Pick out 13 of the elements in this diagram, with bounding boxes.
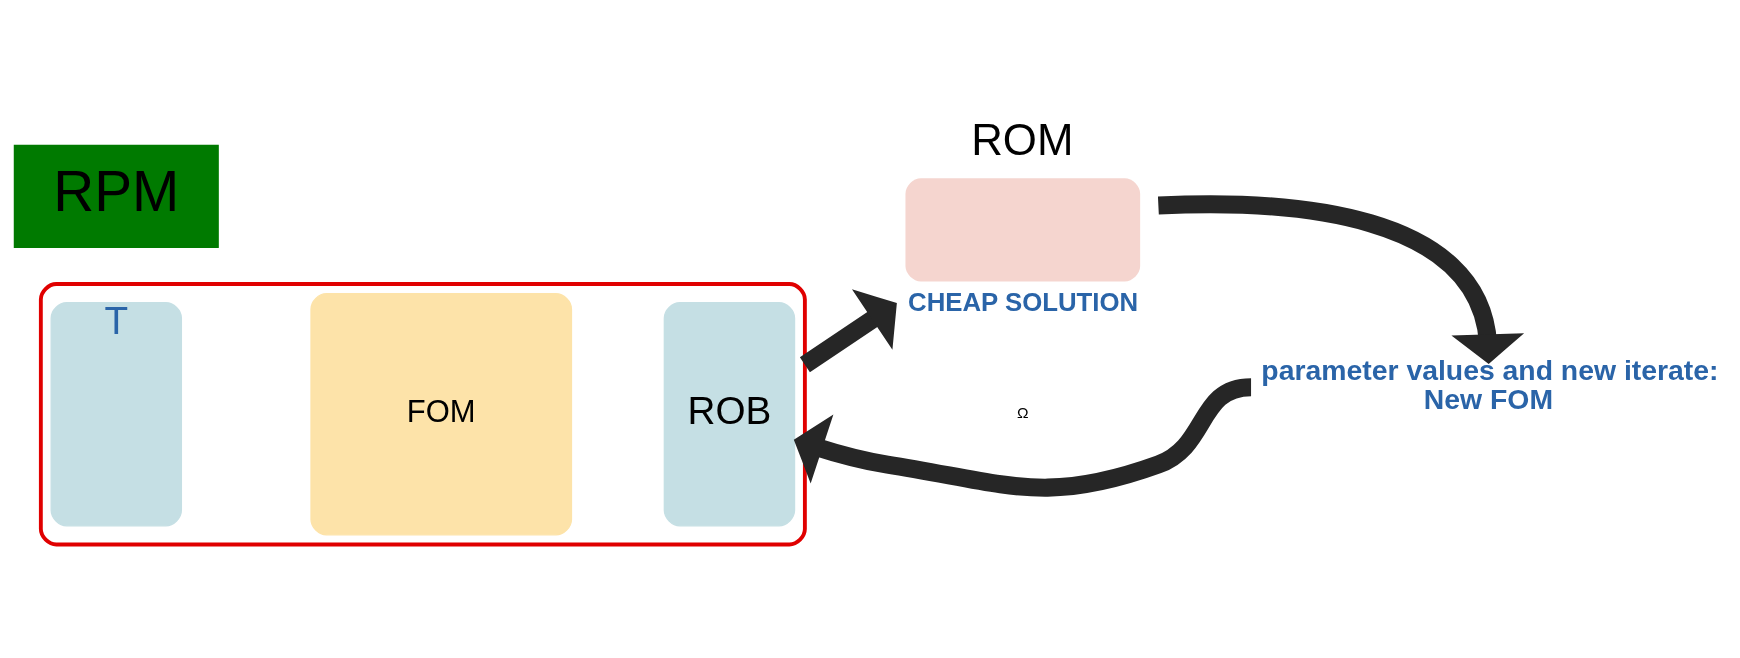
arrow	[799, 288, 897, 372]
node-text: parameter values and new iterate: New FOM	[1261, 353, 1719, 415]
node-box: T	[50, 301, 183, 526]
node-box	[905, 177, 1141, 281]
node-box: FOM	[310, 292, 573, 535]
arrow	[1158, 194, 1525, 364]
cluster	[38, 281, 807, 546]
node-label: CHEAP SOLUTION	[908, 287, 1139, 316]
label: Ω	[1017, 403, 1029, 421]
node-box: RPM	[13, 144, 219, 248]
arrow	[793, 377, 1252, 497]
node-box: ROB	[663, 301, 796, 526]
node-label: ROM	[971, 114, 1074, 164]
